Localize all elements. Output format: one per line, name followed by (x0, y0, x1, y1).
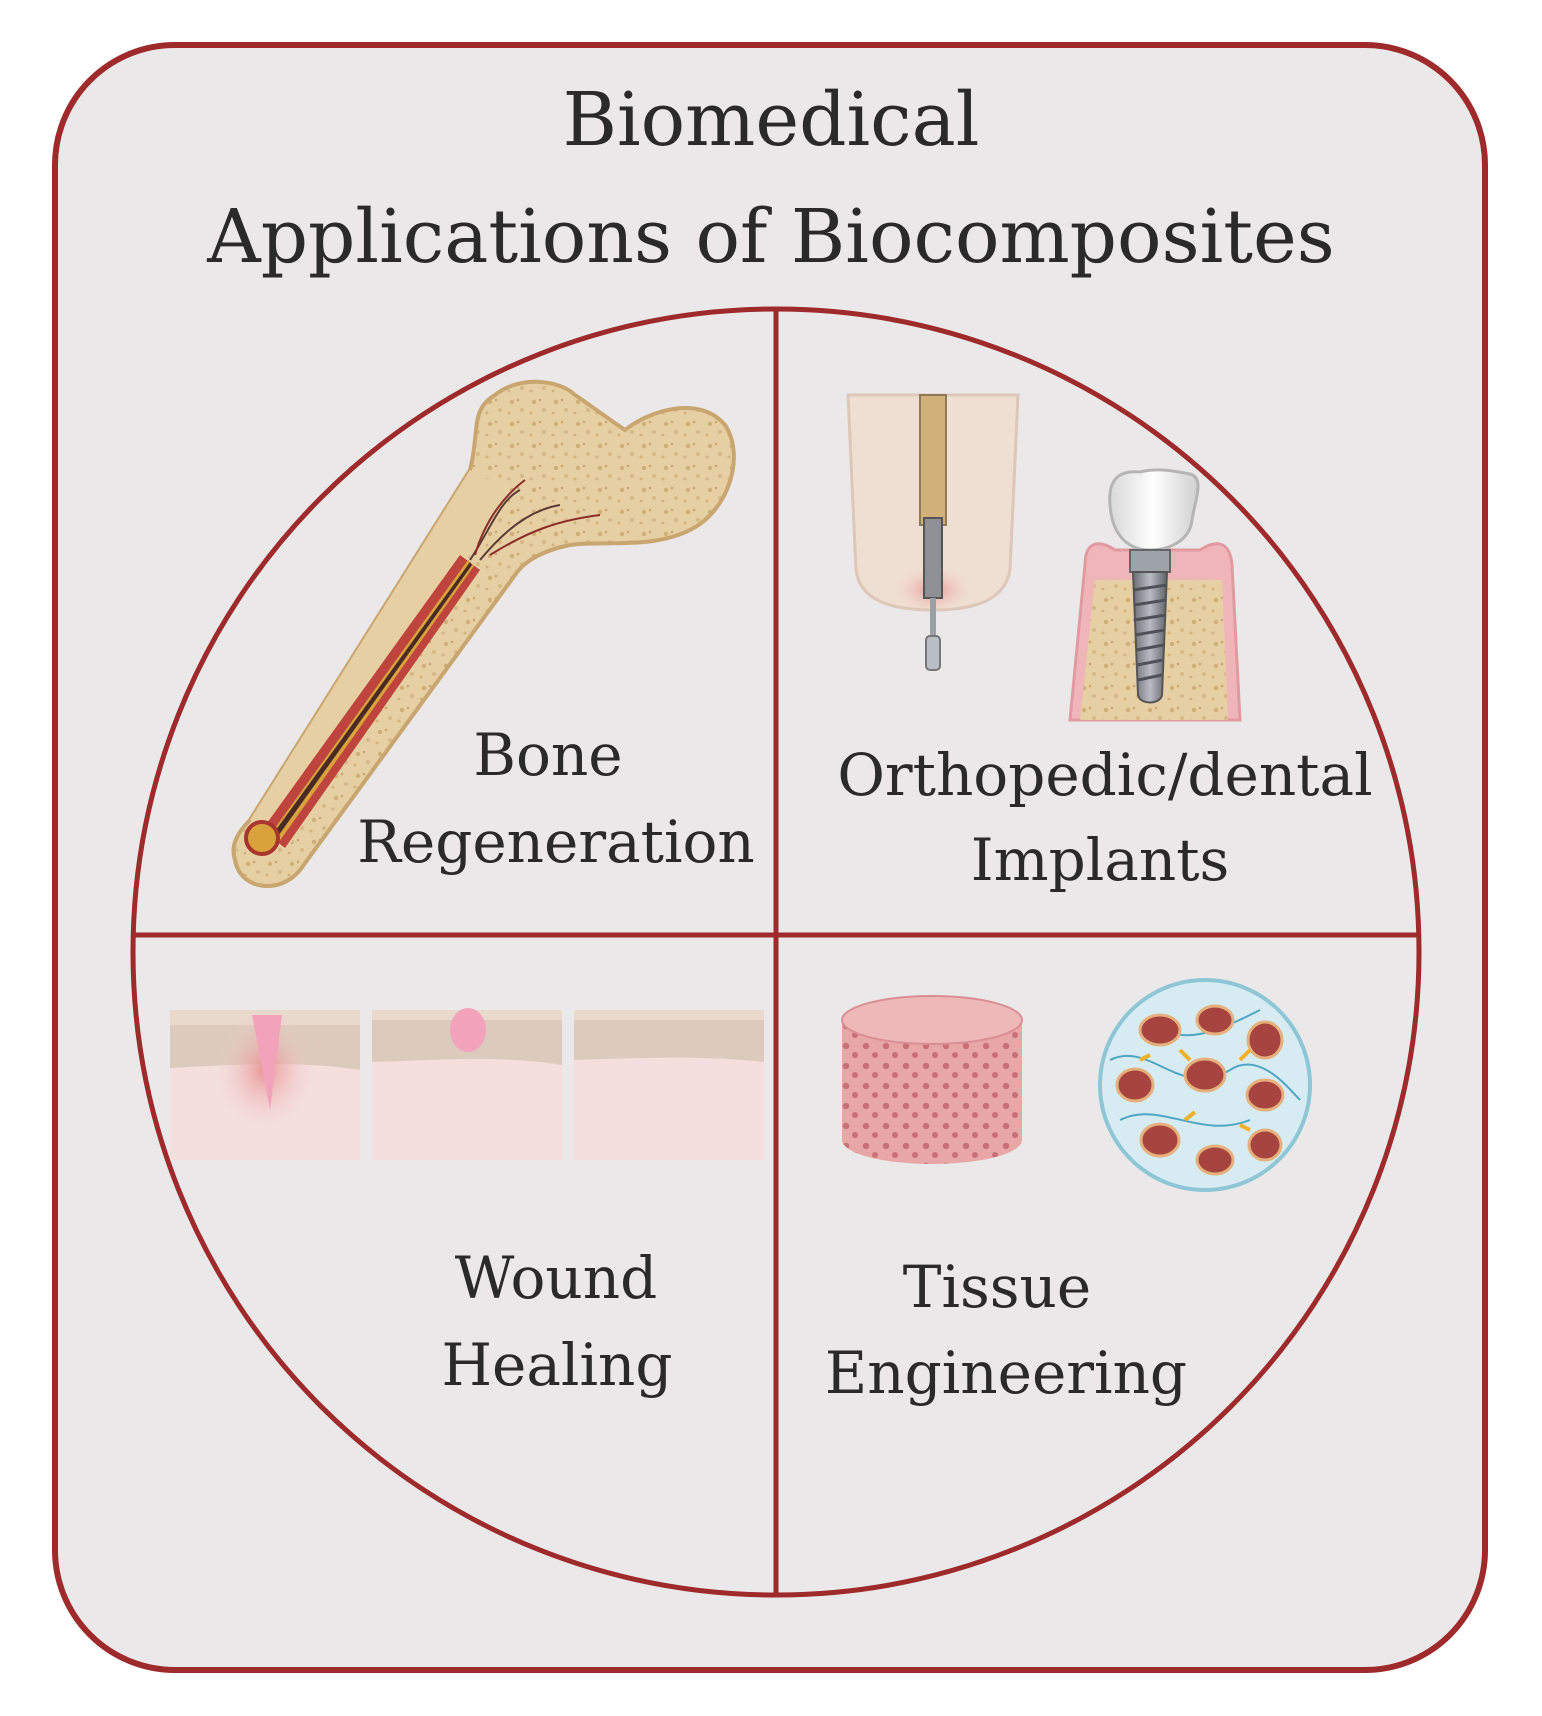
title-line-2: Applications of Biocomposites (206, 194, 1335, 280)
wound-label-line-1: Wound (455, 1244, 657, 1312)
wound-label-line-2: Healing (441, 1331, 672, 1399)
femur-bone-icon (231, 379, 736, 888)
skin-wound-healing-icon (170, 1008, 764, 1160)
tissue-label-line-2: Engineering (825, 1339, 1187, 1407)
implants-label-line-2: Implants (971, 826, 1230, 894)
title-line-1: Biomedical (563, 77, 980, 163)
tissue-scaffold-icon (841, 978, 1312, 1192)
bone-label-line-2: Regeneration (357, 808, 755, 876)
tissue-label-line-1: Tissue (903, 1253, 1091, 1321)
implants-label-line-1: Orthopedic/dental (837, 741, 1372, 809)
bone-label-line-1: Bone (473, 721, 622, 789)
dental-implant-icon (846, 393, 1242, 722)
